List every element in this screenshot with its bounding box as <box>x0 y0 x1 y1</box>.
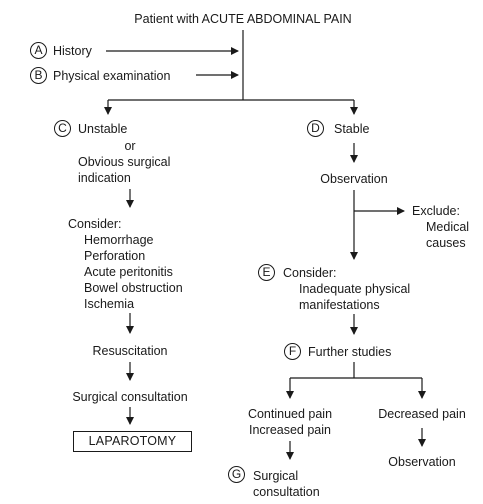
right-consider-label: Consider: <box>283 266 337 280</box>
stable-label: Stable <box>334 122 370 136</box>
badge-f: F <box>284 343 301 360</box>
badge-b: B <box>30 67 47 84</box>
surgical-consultation-label: Surgical consultation <box>72 390 188 404</box>
manifestations-label: manifestations <box>299 298 380 312</box>
consider-item-peritonitis: Acute peritonitis <box>84 265 173 279</box>
increased-pain-label: Increased pain <box>248 423 331 437</box>
badge-e: E <box>258 264 275 281</box>
physical-exam-label: Physical examination <box>53 69 171 83</box>
decreased-pain-label: Decreased pain <box>378 407 466 421</box>
history-label: History <box>53 44 92 58</box>
root-title: Patient with ACUTE ABDOMINAL PAIN <box>134 12 352 26</box>
consultation-label: consultation <box>253 485 320 499</box>
badge-d: D <box>307 120 324 137</box>
resuscitation-label: Resuscitation <box>92 344 168 358</box>
continued-pain-label: Continued pain <box>247 407 333 421</box>
badge-c: C <box>54 120 71 137</box>
consider-item-obstruction: Bowel obstruction <box>84 281 183 295</box>
left-consider-label: Consider: <box>68 217 122 231</box>
consider-item-ischemia: Ischemia <box>84 297 135 311</box>
medical-label: Medical <box>426 220 470 234</box>
consider-item-perforation: Perforation <box>84 249 146 263</box>
indication-label: indication <box>78 171 131 185</box>
further-studies-label: Further studies <box>308 345 392 359</box>
badge-a: A <box>30 42 47 59</box>
causes-label: causes <box>426 236 466 250</box>
obvious-surgical-label: Obvious surgical <box>78 155 171 169</box>
badge-g: G <box>228 466 245 483</box>
unstable-label: Unstable <box>78 122 128 136</box>
inadequate-label: Inadequate physical <box>299 282 411 296</box>
observation-label: Observation <box>320 172 388 186</box>
exclude-label: Exclude: <box>412 204 460 218</box>
laparotomy-box: LAPAROTOMY <box>73 431 192 452</box>
or-label: or <box>124 139 136 153</box>
surgical-label: Surgical <box>253 469 299 483</box>
decreased-observation-label: Observation <box>388 455 456 469</box>
consider-item-hemorrhage: Hemorrhage <box>84 233 154 247</box>
